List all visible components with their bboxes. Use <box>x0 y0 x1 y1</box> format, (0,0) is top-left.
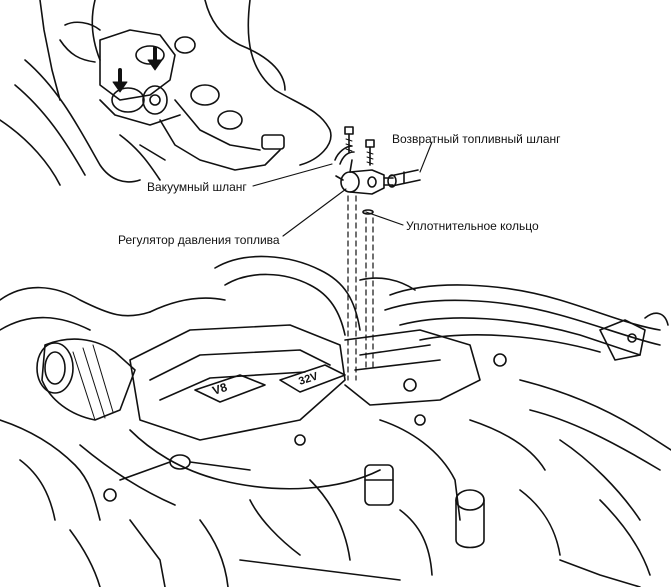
svg-text:V8: V8 <box>211 380 230 398</box>
leader-lines <box>252 141 433 237</box>
inset-detail <box>0 0 332 186</box>
engine-assembly: V8 32V <box>0 255 671 587</box>
regulator-exploded <box>334 126 421 381</box>
return-fuel-hose-label: Возвратный топливный шланг <box>392 132 561 146</box>
fuel-pressure-regulator-label: Регулятор давления топлива <box>118 233 280 247</box>
vacuum-hose-label: Вакуумный шланг <box>147 180 247 194</box>
svg-text:32V: 32V <box>297 370 320 388</box>
o-ring-label: Уплотнительное кольцо <box>406 219 539 233</box>
